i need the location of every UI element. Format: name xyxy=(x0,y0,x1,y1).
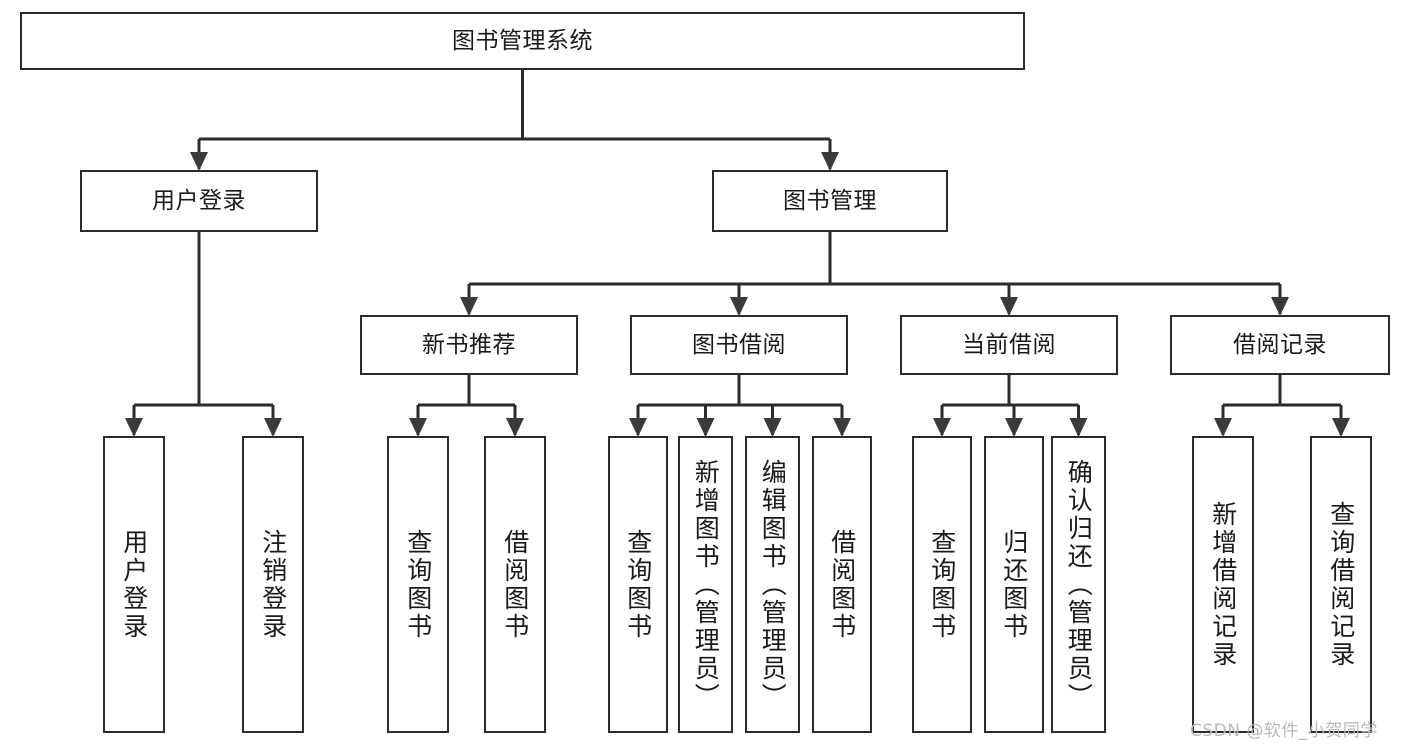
node-n-book-borrow[interactable]: 图书借阅 xyxy=(630,315,848,375)
node-l-query-book-1[interactable]: 查询图书 xyxy=(387,436,449,733)
node-l-add-book[interactable]: 新增图书（管理员） xyxy=(678,436,733,733)
node-label: 查询图书 xyxy=(403,528,433,641)
node-label: 借阅记录 xyxy=(1233,331,1327,358)
node-n-user-login[interactable]: 用户登录 xyxy=(80,170,318,232)
node-n-borrow-record[interactable]: 借阅记录 xyxy=(1170,315,1390,375)
node-n-current-borrow[interactable]: 当前借阅 xyxy=(900,315,1118,375)
arrow-head-icon xyxy=(763,418,782,437)
watermark-label: CSDN @软件_小贺同学 xyxy=(1190,721,1378,741)
node-label: 借阅图书 xyxy=(500,528,530,641)
arrow-head-icon xyxy=(933,418,951,437)
node-l-edit-book[interactable]: 编辑图书（管理员） xyxy=(745,436,800,733)
node-label: 编辑图书（管理员） xyxy=(758,458,788,711)
arrow-head-icon xyxy=(1069,418,1088,437)
node-root[interactable]: 图书管理系统 xyxy=(20,12,1025,70)
node-l-return-book[interactable]: 归还图书 xyxy=(984,436,1044,733)
node-n-new-book-rec[interactable]: 新书推荐 xyxy=(360,315,578,375)
arrow-head-icon xyxy=(1000,297,1018,316)
arrow-head-icon xyxy=(833,418,851,437)
node-l-add-record[interactable]: 新增借阅记录 xyxy=(1192,436,1254,733)
arrow-head-icon xyxy=(730,297,748,316)
node-label: 用户登录 xyxy=(119,528,149,641)
node-l-borrow-book-1[interactable]: 借阅图书 xyxy=(484,436,546,733)
node-l-query-book-3[interactable]: 查询图书 xyxy=(912,436,972,733)
node-l-query-record[interactable]: 查询借阅记录 xyxy=(1310,436,1372,733)
node-label: 归还图书 xyxy=(999,528,1029,641)
arrow-head-icon xyxy=(696,418,715,437)
arrow-head-icon xyxy=(1332,418,1350,437)
node-label: 查询借阅记录 xyxy=(1326,500,1356,669)
arrow-head-icon xyxy=(1214,418,1232,437)
node-n-book-manage[interactable]: 图书管理 xyxy=(712,170,948,232)
arrow-head-icon xyxy=(1005,418,1023,437)
arrow-head-icon xyxy=(821,152,839,171)
node-label: 查询图书 xyxy=(623,528,653,641)
node-l-user-login[interactable]: 用户登录 xyxy=(103,436,165,733)
node-label: 新增图书（管理员） xyxy=(691,458,721,711)
node-label: 新增借阅记录 xyxy=(1208,500,1238,669)
node-l-confirm-return[interactable]: 确认归还（管理员） xyxy=(1051,436,1106,733)
arrow-head-icon xyxy=(264,418,282,437)
arrow-head-icon xyxy=(125,418,143,437)
node-l-query-book-2[interactable]: 查询图书 xyxy=(608,436,668,733)
node-l-borrow-book-2[interactable]: 借阅图书 xyxy=(812,436,872,733)
node-label: 图书管理 xyxy=(783,187,877,214)
arrow-head-icon xyxy=(506,418,524,437)
node-label: 用户登录 xyxy=(152,187,246,214)
arrow-head-icon xyxy=(629,418,647,437)
node-label: 注销登录 xyxy=(258,528,288,641)
node-label: 查询图书 xyxy=(927,528,957,641)
node-label: 图书管理系统 xyxy=(452,27,593,54)
arrow-head-icon xyxy=(460,297,478,316)
node-label: 借阅图书 xyxy=(827,528,857,641)
node-label: 新书推荐 xyxy=(422,331,516,358)
node-label: 图书借阅 xyxy=(692,331,786,358)
node-label: 当前借阅 xyxy=(962,331,1056,358)
node-label: 确认归还（管理员） xyxy=(1064,458,1094,711)
arrow-head-icon xyxy=(1271,297,1289,316)
arrow-head-icon xyxy=(409,418,427,437)
arrow-head-icon xyxy=(190,152,208,171)
node-l-user-logout[interactable]: 注销登录 xyxy=(242,436,304,733)
